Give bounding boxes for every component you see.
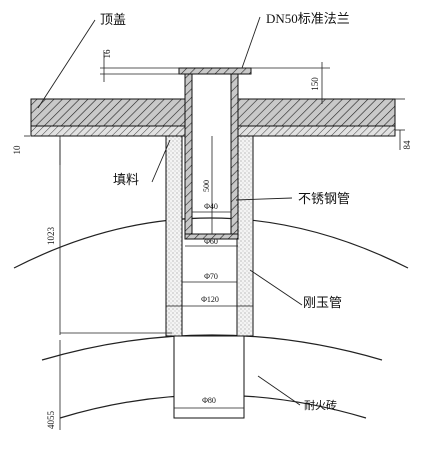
dn50-flange (178, 67, 252, 75)
refractory-brick-block (173, 335, 245, 419)
dim-phi60: Φ60 (204, 237, 218, 246)
stainless-tube-bottom (184, 233, 239, 240)
stainless-tube-label: 不锈钢管 (298, 192, 350, 207)
refractory-arc-upper (13, 217, 409, 269)
dim-1023: 1023 (46, 227, 56, 246)
dim-84: 84 (402, 140, 412, 150)
refractory-arc-middle (41, 334, 383, 361)
dim-4055: 4055 (46, 411, 56, 430)
top-cover-slab (236, 98, 396, 127)
dim-phi120: Φ120 (201, 295, 219, 304)
dim-phi40: Φ40 (204, 202, 218, 211)
top-cover-slab (30, 98, 186, 127)
dim-150: 150 (310, 77, 320, 91)
refractory-brick-label: 耐火砖 (304, 398, 337, 412)
dim-phi80: Φ80 (202, 396, 216, 405)
stainless-tube-wall (230, 73, 239, 239)
dim-16: 16 (102, 49, 112, 59)
filler-label: 填料 (113, 173, 139, 188)
cover-bottom-layer (30, 125, 186, 137)
dimension-lines (24, 52, 405, 430)
cover-bottom-layer (236, 125, 396, 137)
corundum-tube-label: 刚玉管 (303, 296, 342, 311)
dim-10: 10 (12, 145, 22, 155)
top-cover-label: 顶盖 (100, 13, 126, 28)
flange-label: DN50标准法兰 (266, 11, 350, 26)
stainless-tube-wall (184, 73, 193, 239)
leader-lines (37, 16, 303, 406)
dim-500: 500 (202, 180, 211, 192)
dim-phi70: Φ70 (204, 272, 218, 281)
